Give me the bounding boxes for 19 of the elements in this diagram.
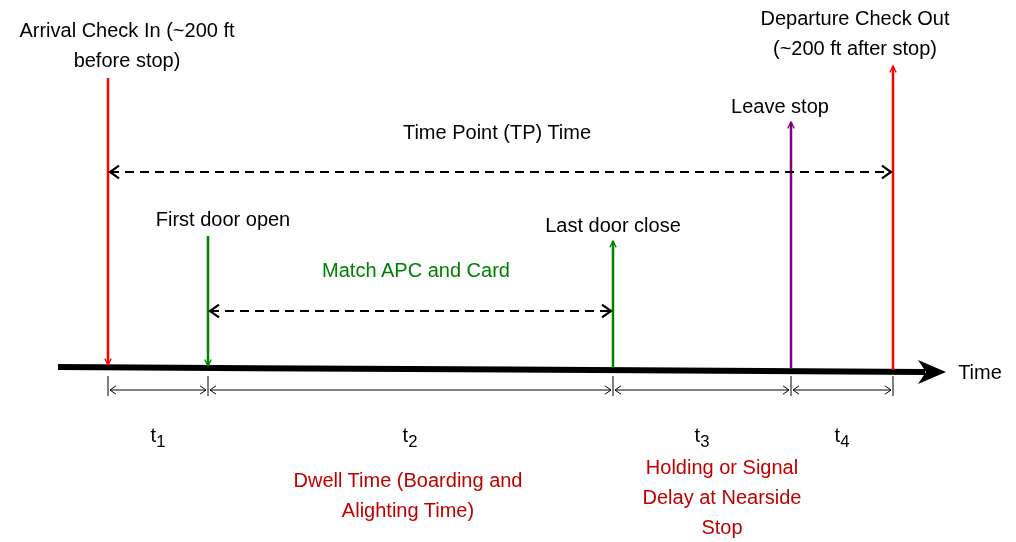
- dimension-label: Time Point (TP) Time: [401, 120, 593, 145]
- arrow: [204, 236, 212, 367]
- interval-label: t$_{3}$: [693, 423, 711, 453]
- event-label: Arrival Check In (~200 ft before stop): [7, 15, 247, 75]
- event-label: Leave stop: [700, 91, 860, 121]
- interval-label: t$_{4}$: [833, 423, 851, 453]
- event-label: Departure Check Out (~200 ft after stop): [735, 3, 975, 63]
- axis-label: Time: [957, 360, 1003, 385]
- arrow: [609, 240, 617, 368]
- interval-label: t$_{1}$: [149, 423, 167, 453]
- note-text: Dwell Time (Boarding and Alighting Time): [292, 468, 524, 523]
- arrow: [104, 78, 112, 366]
- note-text: Holding or Signal Delay at Nearside Stop: [641, 455, 803, 540]
- event-label: First door open: [138, 204, 308, 234]
- arrow: [889, 65, 897, 370]
- arrow: [787, 121, 795, 369]
- interval-label: t$_{2}$: [401, 423, 419, 453]
- dimension-label: Match APC and Card: [321, 258, 511, 283]
- event-label: Last door close: [518, 210, 708, 240]
